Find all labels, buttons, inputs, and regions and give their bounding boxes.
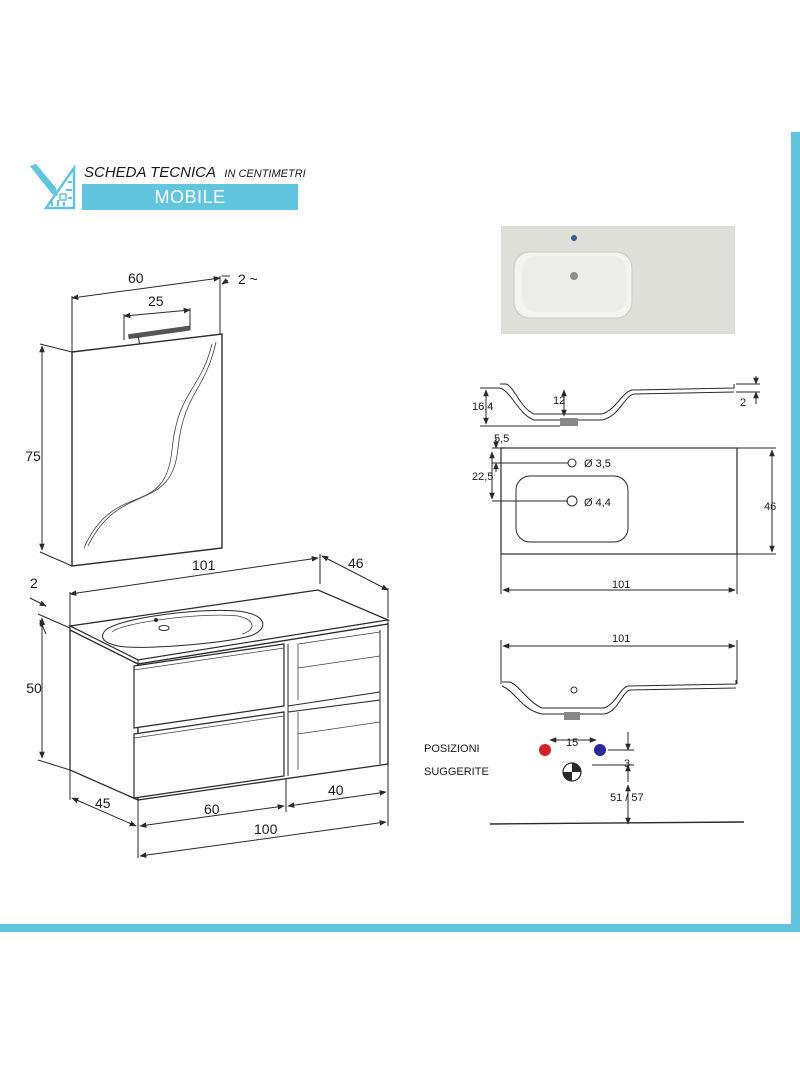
render-tap-hole (571, 235, 577, 241)
mirror-width-dimension (71, 276, 221, 300)
header-title-row: SCHEDA TECNICA IN CENTIMETRI (84, 164, 306, 182)
mirror-width-label: 60 (128, 270, 144, 286)
top-depth-label: 46 (348, 555, 364, 571)
suggested-positions-line1: POSIZIONI (424, 743, 480, 755)
total-width-label: 100 (254, 821, 278, 837)
spec-header: SCHEDA TECNICA IN CENTIMETRI MOBILE (26, 162, 306, 214)
mirror-depth-label: 2 ~ (238, 271, 258, 287)
plan-depth-label: 46 (764, 501, 776, 513)
drawer-bottom (133, 711, 285, 799)
floor-line (489, 821, 745, 825)
mirror-decor-line (83, 343, 213, 549)
drain-hole-label: Ø 4,4 (584, 497, 611, 509)
bowl-depth-label: 12 (553, 395, 565, 407)
basin-plan (489, 438, 776, 594)
cold-water-pipe (594, 744, 606, 756)
drawer-top (133, 643, 285, 729)
pipe-spacing-label: 15 (566, 737, 578, 749)
basin-render (501, 226, 735, 334)
spec-title: SCHEDA TECNICA (84, 164, 216, 181)
total-width-dimension (139, 820, 387, 858)
hole-offset-label: 5,5 (494, 433, 509, 445)
drain-offset-label: 22,5 (472, 471, 493, 483)
shelf-width-dimension (287, 790, 387, 808)
hot-water-pipe (539, 744, 551, 756)
mirror-height-label: 75 (25, 448, 41, 464)
plan-width-label: 101 (612, 579, 630, 591)
drain-height-label: 51 / 57 (610, 792, 644, 804)
rim-label: 2 (740, 397, 746, 409)
cabinet-tap-hole (154, 618, 158, 622)
mirror-lamp (128, 325, 191, 340)
cabinet-drawing (29, 554, 391, 858)
pipe-offset-label: 3 (624, 758, 630, 770)
accent-stripe-bottom (0, 924, 800, 932)
cabinet-height-label: 50 (26, 680, 42, 696)
top-width-dimension (69, 556, 319, 596)
unit-note: IN CENTIMETRI (224, 168, 306, 180)
lamp-width-label: 25 (148, 293, 164, 309)
accent-stripe-right (791, 132, 800, 932)
ruler-pencil-icon (30, 164, 76, 210)
top-width-label: 101 (192, 557, 216, 573)
section-label: MOBILE (82, 184, 298, 210)
lamp-width-dimension (123, 307, 191, 319)
top-depth-dimension (321, 555, 389, 591)
side-depth-dimension (71, 797, 137, 827)
plumbing-drawing (489, 640, 745, 825)
plumbing-drain (564, 712, 580, 720)
drawer-width-label: 60 (204, 801, 220, 817)
mirror-drawing (39, 275, 230, 567)
render-drain (570, 272, 578, 280)
basin-profile (480, 376, 760, 427)
profile-height-label: 16,4 (472, 401, 493, 413)
side-depth-label: 45 (95, 795, 111, 811)
tap-hole-label: Ø 3,5 (584, 458, 611, 470)
shelf-board (287, 691, 381, 713)
mirror-panel (71, 333, 223, 567)
basin-bowl (102, 609, 264, 648)
cabinet-drain (158, 625, 170, 631)
plumbing-width-label: 101 (612, 633, 630, 645)
profile-drain (560, 418, 578, 426)
top-thickness-label: 2 (30, 575, 38, 591)
shelf-width-label: 40 (328, 782, 344, 798)
suggested-positions-line2: SUGGERITE (424, 766, 489, 778)
